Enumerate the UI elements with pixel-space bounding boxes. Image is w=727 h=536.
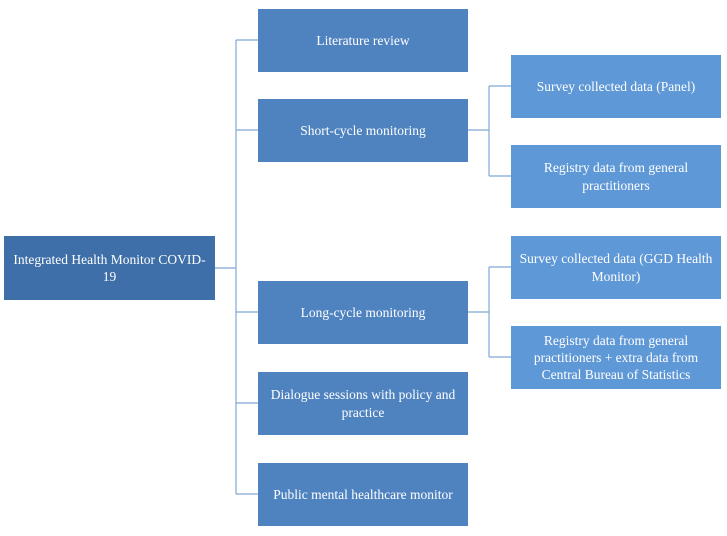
branch-label: Long-cycle monitoring [300,304,426,320]
branch-short-cycle-monitoring: Short-cycle monitoring [258,99,468,162]
leaf-survey-ggd: Survey collected data (GGD Health Monito… [511,236,721,299]
branch-label: Dialogue sessions with policy and practi… [270,387,456,420]
branch-label: Short-cycle monitoring [300,122,426,138]
root-node-label: Integrated Health Monitor COVID-19 [13,251,206,284]
branch-long-cycle-monitoring: Long-cycle monitoring [258,281,468,344]
leaf-label: Registry data from general practitioners [543,160,689,193]
branch-dialogue-sessions: Dialogue sessions with policy and practi… [258,372,468,435]
branch-public-mental-healthcare-monitor: Public mental healthcare monitor [258,463,468,526]
branch-literature-review: Literature review [258,9,468,72]
branch-label: Literature review [316,32,410,48]
leaf-survey-panel: Survey collected data (Panel) [511,55,721,118]
branch-label: Public mental healthcare monitor [273,486,453,502]
leaf-registry-gp: Registry data from general practitioners [511,145,721,208]
root-node: Integrated Health Monitor COVID-19 [4,236,215,300]
leaf-label: Survey collected data (Panel) [536,78,696,94]
leaf-registry-gp-cbs: Registry data from general practitioners… [511,326,721,389]
leaf-label: Survey collected data (GGD Health Monito… [519,251,713,284]
leaf-label: Registry data from general practitioners… [533,332,699,383]
